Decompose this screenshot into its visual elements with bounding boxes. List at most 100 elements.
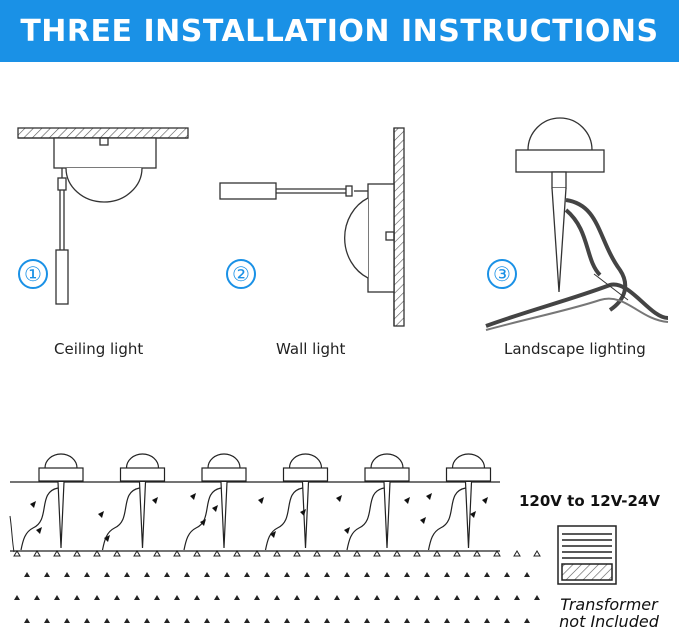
gravel-mark — [174, 595, 180, 600]
gravel-mark — [194, 595, 200, 600]
light-wire — [101, 487, 140, 551]
ceiling-light-illustration — [17, 127, 189, 305]
soil-pebble — [270, 531, 276, 538]
transformer-note-line-1: Transformer — [560, 595, 658, 614]
gravel-mark — [484, 572, 490, 577]
light-wire — [264, 487, 303, 551]
gravel-mark — [193, 550, 201, 557]
transformer-note-line-2: not Included — [559, 612, 659, 631]
gravel-mark — [104, 572, 110, 577]
wiring-scene — [9, 481, 500, 553]
gravel-mark — [73, 550, 81, 557]
soil-pebble — [212, 505, 218, 512]
light-dome — [288, 453, 323, 469]
ceiling-screwdriver-tip — [57, 177, 67, 191]
gravel-mark — [113, 550, 121, 557]
gravel-mark — [464, 618, 470, 623]
gravel-mark — [534, 595, 540, 600]
gravel-mark — [224, 618, 230, 623]
light-base — [201, 467, 247, 482]
caption-landscape-lighting: Landscape lighting — [504, 340, 646, 358]
soil-pebble — [336, 495, 342, 502]
light-wire — [427, 487, 466, 551]
gravel-mark — [14, 595, 20, 600]
soil-pebble — [404, 497, 410, 504]
gravel-mark — [144, 618, 150, 623]
light-base — [445, 467, 492, 482]
step-number-3: ③ — [487, 259, 517, 289]
gravel-mark — [444, 572, 450, 577]
step-number-1: ① — [18, 259, 48, 289]
wall-screwdriver-handle — [219, 182, 277, 200]
gravel-mark — [234, 595, 240, 600]
gravel-mark — [34, 595, 40, 600]
gravel-mark — [64, 572, 70, 577]
gravel-mark — [433, 550, 441, 557]
gravel-mark — [164, 572, 170, 577]
gravel-mark — [254, 595, 260, 600]
gravel-mark — [504, 618, 510, 623]
gravel-mark — [273, 550, 281, 557]
light-wire — [346, 487, 385, 551]
light-dome — [451, 453, 486, 469]
light-base — [38, 467, 84, 482]
gravel-mark — [144, 572, 150, 577]
wall-fixture-clip — [385, 231, 395, 241]
wall-hatch — [393, 127, 405, 327]
ceiling-fixture-clip — [99, 137, 109, 146]
page-title: THREE INSTALLATION INSTRUCTIONS — [20, 13, 659, 49]
landscape-stake-top — [551, 171, 567, 189]
ceiling-fixture-base — [53, 137, 157, 169]
gravel-mark — [454, 595, 460, 600]
soil-pebble — [152, 497, 158, 504]
gravel-mark — [204, 618, 210, 623]
soil-pebble — [30, 501, 36, 508]
gravel-mark — [484, 618, 490, 623]
landscape-cable-1 — [565, 198, 628, 312]
gravel-mark — [313, 550, 321, 557]
gravel-mark — [133, 550, 141, 557]
ceiling-screwdriver-handle — [55, 249, 69, 305]
step-number-2: ② — [226, 259, 256, 289]
gravel-mark — [393, 550, 401, 557]
gravel-mark — [293, 550, 301, 557]
gravel-mark — [104, 618, 110, 623]
landscape-main-cable-2 — [485, 297, 669, 331]
gravel-mark — [374, 595, 380, 600]
gravel-mark — [333, 550, 341, 557]
gravel-mark — [384, 572, 390, 577]
gravel-mark — [294, 595, 300, 600]
gravel-mark — [413, 550, 421, 557]
wired-light-2 — [101, 453, 166, 551]
gravel-mark — [33, 550, 41, 557]
gravel-mark — [184, 572, 190, 577]
light-base — [282, 467, 329, 482]
gravel-mark — [284, 618, 290, 623]
gravel-mark — [524, 618, 530, 623]
gravel-mark — [353, 550, 361, 557]
light-stake — [383, 481, 391, 549]
gravel-mark — [434, 595, 440, 600]
gravel-mark — [524, 572, 530, 577]
wired-light-5 — [346, 453, 410, 551]
gravel-mark — [54, 595, 60, 600]
gravel-mark — [364, 572, 370, 577]
gravel-mark — [264, 618, 270, 623]
landscape-light-illustration — [485, 117, 669, 331]
soil-pebble — [190, 493, 196, 500]
gravel-mark — [13, 550, 21, 557]
gravel-mark — [224, 572, 230, 577]
gravel-mark — [53, 550, 61, 557]
gravel-mark — [84, 572, 90, 577]
gravel-mark — [94, 595, 100, 600]
light-dome — [207, 453, 241, 469]
gravel-mark — [44, 572, 50, 577]
gravel-mark — [373, 550, 381, 557]
gravel-mark — [124, 572, 130, 577]
landscape-cable-2 — [564, 208, 602, 277]
gravel-mark — [354, 595, 360, 600]
gravel-mark — [473, 550, 481, 557]
light-stake — [464, 481, 473, 549]
wired-light-4 — [264, 453, 329, 551]
wired-light-6 — [427, 453, 492, 551]
